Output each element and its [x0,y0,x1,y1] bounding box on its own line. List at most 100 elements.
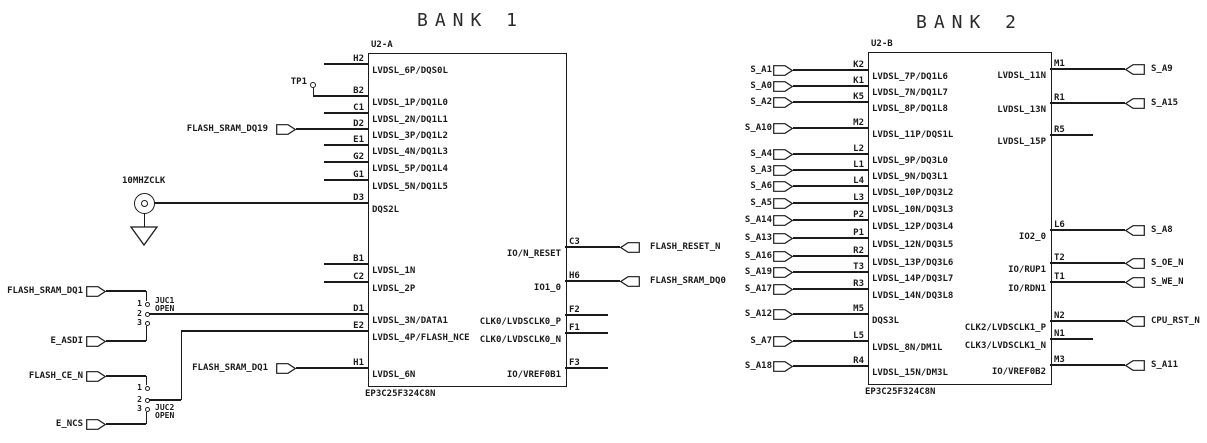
component-box [368,53,567,387]
pin-wire [324,161,368,163]
pin-number: R5 [1054,125,1065,135]
junction-circle [310,82,316,88]
net-label: FLASH_RESET_N [650,242,721,252]
pin-wire [181,330,368,332]
pin-wire [324,281,368,283]
pin-signal: LVDSL_2P [372,283,416,294]
pin-wire [324,179,368,181]
net-label: S_A4 [750,149,772,159]
pin-number: R2 [853,246,864,256]
pin-signal: IO2_0 [1018,231,1046,242]
pin-wire [324,144,368,146]
pin-number: K5 [853,92,864,102]
net-connector-icon [773,148,794,160]
net-connector-icon [773,308,794,320]
net-label: FLASH_SRAM_DQ1 [7,286,83,296]
net-connector-icon [773,232,794,244]
pin-number: D3 [353,193,364,203]
pin-signal: LVDSL_9N/DQ3L1 [872,171,948,182]
pin-wire [1050,364,1125,366]
net-connector-icon [773,96,794,108]
jumper-refdes: JUC2 [155,403,175,412]
pin-signal: CLK3/LVDSCLK1_N [964,340,1046,351]
pin-signal: LVDSL_10N/DQ3L3 [872,204,954,215]
pin-number: R4 [853,356,864,366]
junction-circle [144,385,150,391]
pin-number: T1 [1054,272,1065,282]
pin-number: F2 [569,305,580,315]
pin-signal: LVDSL_5P/DQ1L4 [372,163,448,174]
pin-wire [793,153,868,155]
pin-number: G1 [353,170,364,180]
pin-number: K1 [853,76,864,86]
net-label: S_A2 [750,97,772,107]
jumper-pin-number: 3 [137,318,142,327]
pin-wire [1050,134,1093,136]
net-connector-icon [773,197,794,209]
net-connector-icon [1124,97,1145,109]
pin-signal: IO/VREF0B1 [506,369,561,380]
pin-signal: IO/VREF0B2 [991,366,1046,377]
pin-wire [1050,229,1125,231]
junction-circle [144,320,150,326]
pin-wire [1050,320,1125,322]
pin-wire [565,246,620,248]
pin-wire [793,288,868,290]
pin-wire [565,367,608,369]
pin-wire [1050,281,1125,283]
pin-number: B1 [353,254,364,264]
pin-signal: IO/RUP1 [1008,264,1046,275]
pin-number: E1 [353,135,364,145]
junction-circle [144,397,150,403]
wire [181,331,183,400]
pin-wire [1050,102,1125,104]
net-connector-icon [773,180,794,192]
pin-signal: LVDSL_11P/DQS1L [872,129,954,140]
pin-number: N1 [1054,329,1065,339]
junction-circle [144,301,150,307]
net-label: S_A10 [744,123,772,133]
pin-wire [1050,262,1125,264]
pin-signal: LVDSL_2N/DQ1L1 [372,114,448,125]
net-connector-icon [773,283,794,295]
net-connector-icon [86,335,107,347]
pin-number: R3 [853,279,864,289]
net-label: E_ASDI [50,336,83,346]
wire [146,412,148,424]
pin-wire [324,112,368,114]
pin-number: M2 [853,118,864,128]
net-connector-icon [619,275,640,287]
pin-number: K2 [853,60,864,70]
wire [146,326,148,341]
pin-wire [324,263,368,265]
pin-number: D1 [353,304,364,314]
pin-signal: LVDSL_15P [997,136,1046,147]
net-label: S_A14 [744,215,772,225]
pin-number: R1 [1054,93,1065,103]
wire [144,213,146,227]
net-connector-icon [86,285,107,297]
net-connector-icon [619,241,640,253]
pin-wire [793,219,868,221]
pin-signal: IO/RDN1 [1008,283,1046,294]
testpoint-label: TP1 [290,77,307,87]
net-connector-icon [773,266,794,278]
net-label: S_WE_N [1151,277,1184,287]
pin-number: L5 [853,331,864,341]
pin-signal: LVDSL_14N/DQ3L8 [872,290,954,301]
net-label: S_A12 [744,309,772,319]
pin-signal: IO1_0 [533,282,561,293]
pin-number: H1 [353,358,364,368]
pin-signal: LVDSL_3N/DATA1 [372,315,448,326]
pin-signal: LVDSL_6N [372,369,416,380]
wire [106,290,146,292]
pin-signal: LVDSL_12N/DQ3L5 [872,239,954,250]
pin-wire [793,365,868,367]
pin-signal: LVDSL_12P/DQ3L4 [872,221,954,232]
junction-circle [140,199,148,207]
pin-number: M5 [853,304,864,314]
wire [106,423,146,425]
component-part-number: EP3C25F324C8N [865,387,936,397]
pin-signal: LVDSL_13P/DQ3L6 [872,257,954,268]
pin-signal: CLK2/LVDSCLK1_P [964,322,1046,333]
